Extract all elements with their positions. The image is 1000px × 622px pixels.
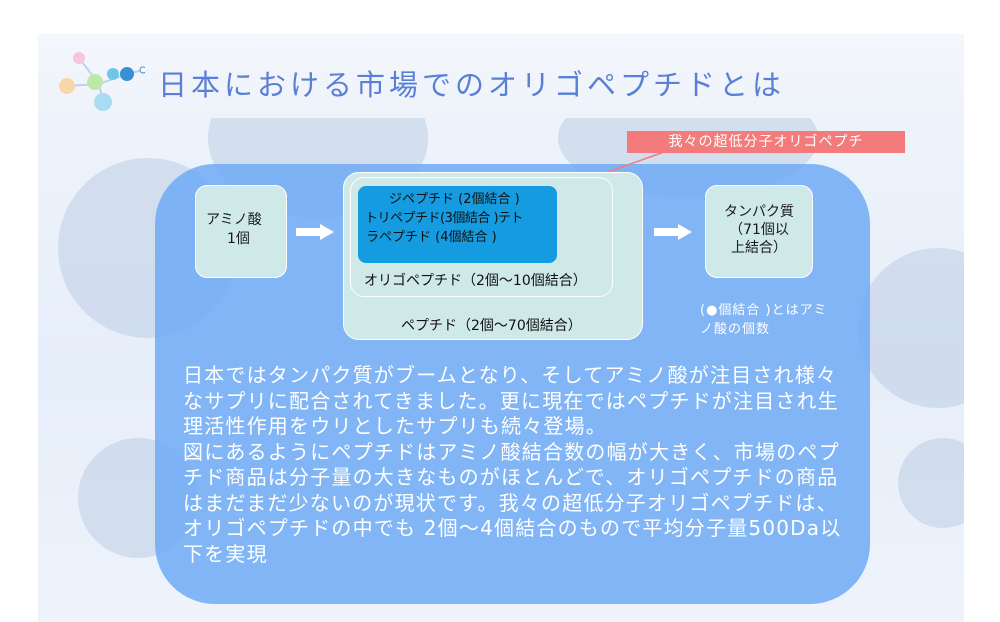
small-peptide-line1: ジペプチド (2個結合 ) [389,192,520,207]
molecule-logo-icon [59,52,145,111]
arrow-right-icon-2 [654,224,692,240]
amino-label-line1: アミノ酸 [206,212,262,228]
oligopeptide-label: オリゴペプチド（2個～10個結合） [364,273,587,289]
amino-label-line2: 1個 [227,231,250,247]
body-text: 日本ではタンパク質がブームとなり、そしてアミノ酸が注目され様々なサプリに配合され… [183,363,843,567]
header-band [38,34,964,118]
protein-label-line2: （71個以 [729,222,789,238]
page-title: 日本における市場でのオリゴペプチドとは [158,68,786,102]
arrow-right-icon [296,224,334,240]
small-peptide-line2: トリペプチド(3個結合 )テト [365,211,524,226]
body-paragraph-2: 図にあるようにペプチドはアミノ酸結合数の幅が大きく、市場のペプチド商品は分子量の… [183,439,842,566]
small-peptide-line3: ラペプチド (4個結合 ) [366,230,497,245]
count-note: (●個結合 )とはアミノ酸の個数 [700,303,828,337]
body-paragraph-1: 日本ではタンパク質がブームとなり、そしてアミノ酸が注目され様々なサプリに配合され… [183,363,839,438]
protein-box: タンパク質 （71個以 上結合） [705,185,813,278]
peptide-label: ペプチド（2個～70個結合） [401,318,582,334]
amino-acid-box: アミノ酸 1個 [195,185,287,278]
protein-label-line1: タンパク質 [724,204,794,220]
small-peptide-box: ジペプチド (2個結合 ) トリペプチド(3個結合 )テト ラペプチド (4個結… [358,186,557,263]
callout-label: 我々の超低分子オリゴペプチ [627,131,905,153]
protein-label-line3: 上結合） [731,240,787,256]
